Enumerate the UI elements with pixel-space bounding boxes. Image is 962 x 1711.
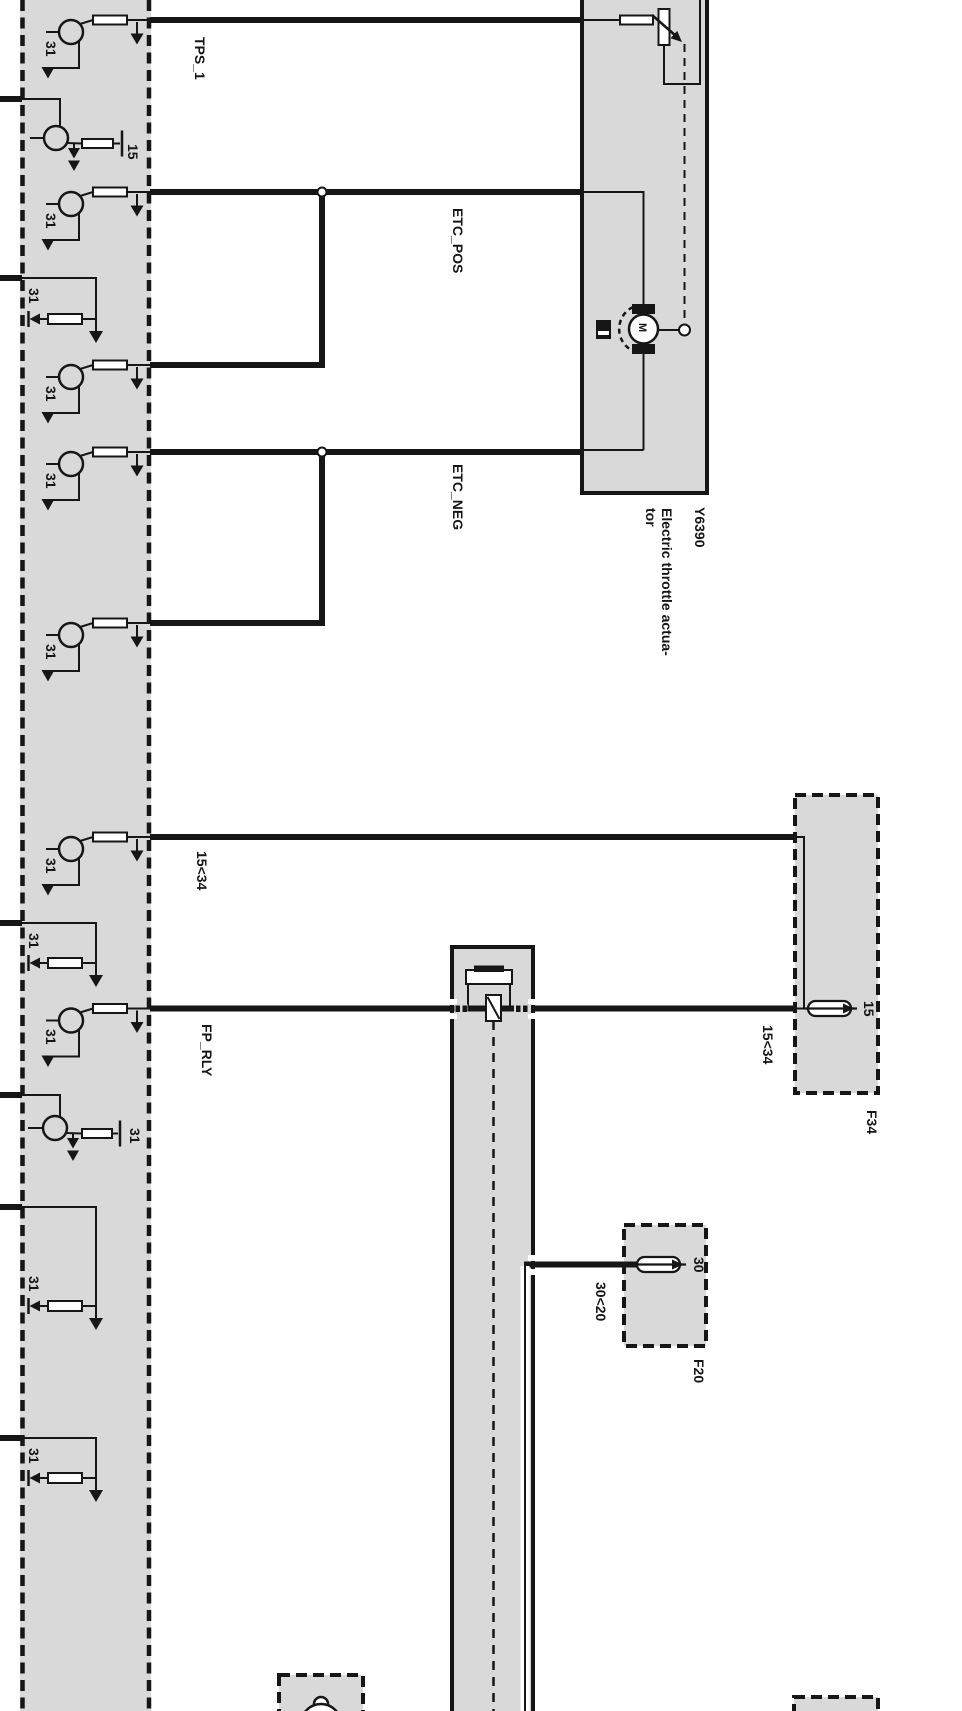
label-etc-neg: ETC_NEG [450,464,466,531]
label-gnd-3: 31 [43,213,59,229]
ecu-supply15-symbol [20,98,124,171]
label-f20-wire: 30<20 [593,1282,609,1322]
label-gnd-r12: 31 [26,1276,42,1292]
label-gnd-r13: 31 [26,1448,42,1464]
label-gnd-6: 31 [43,473,59,489]
label-gnd-r9: 31 [26,933,42,949]
label-f34-terminal: 15 [861,1001,877,1017]
label-etc-pos: ETC_POS [450,208,466,274]
fuel-pump-box [277,1673,365,1711]
relay-internals [454,965,531,1711]
label-f34-id: F34 [864,1110,880,1135]
ecu-block [20,0,152,1711]
label-actuator-desc: Electric throttle actua-tor [643,508,675,656]
wires [0,17,795,1441]
label-actuator-id: Y6390 [692,507,708,548]
border-notches [447,999,538,1275]
label-actuator-desc-line2: tor [643,508,659,527]
label-gnd-1: 31 [43,41,59,57]
fuse-f20-box [622,1223,708,1348]
label-gnd-7: 31 [43,644,59,660]
label-motor: M [636,323,648,333]
throttle-actuator-internals [582,0,701,451]
label-gnd-r4: 31 [26,288,42,304]
fuse-f34-internals [797,836,859,1018]
label-15-34-pin: 15<34 [194,851,210,891]
label-tps1: TPS_1 [192,37,208,80]
ecu-supply31-symbol [20,1094,122,1161]
bottom-right-box [792,1695,880,1711]
label-fp-rly: FP_RLY [199,1024,215,1077]
label-k15: 15 [125,144,141,160]
label-f34-wire: 15<34 [760,1025,776,1065]
label-f20-terminal: 30 [691,1257,707,1273]
label-gnd-8: 31 [43,858,59,874]
wire-junctions [316,186,328,458]
label-gnd-5: 31 [43,386,59,402]
label-actuator-desc-line1: Electric throttle actua- [659,508,675,656]
fuse-f20-internals [630,1255,688,1274]
label-gnd-11: 31 [127,1128,143,1144]
fuse-f34-box [793,793,880,1095]
ecu-res31-rows [20,277,103,1502]
label-gnd-10: 31 [43,1029,59,1045]
label-f20-id: F20 [691,1359,707,1384]
